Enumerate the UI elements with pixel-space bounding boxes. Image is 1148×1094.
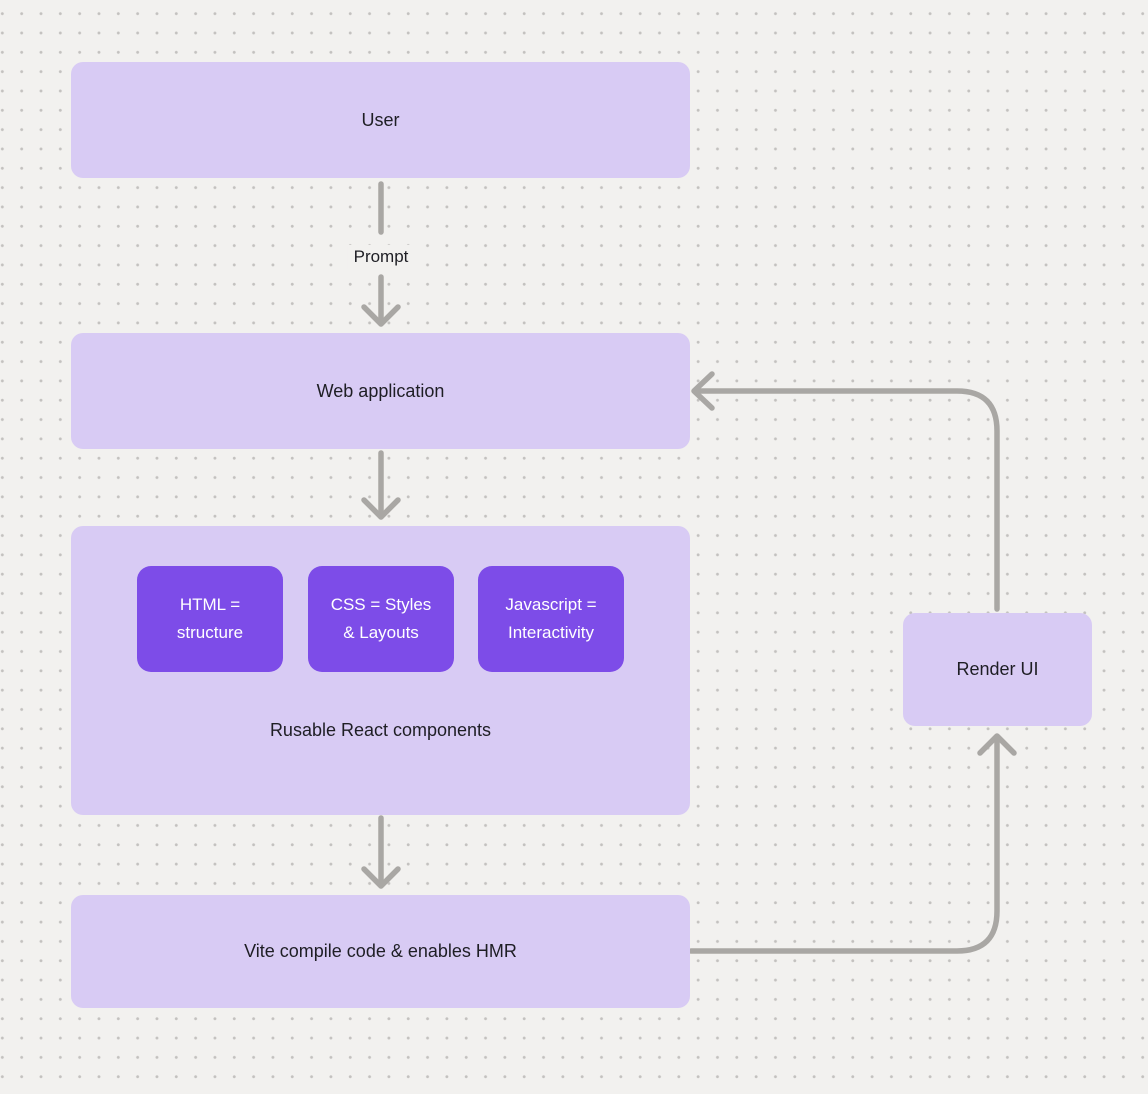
arrowhead-down-web-icon bbox=[361, 304, 401, 327]
connector-render-web bbox=[697, 388, 1000, 612]
chip-css-line1: CSS = Styles bbox=[330, 595, 432, 614]
arrowhead-down-vite-icon bbox=[361, 866, 401, 889]
chip-css-line2: & Layouts bbox=[343, 623, 419, 642]
chip-html-line2: structure bbox=[176, 623, 244, 642]
edge-label-prompt: Prompt bbox=[347, 245, 415, 269]
arrowhead-up-render-icon bbox=[977, 733, 1017, 756]
chip-html-line1: HTML = bbox=[179, 595, 241, 614]
node-user-label: User bbox=[361, 109, 400, 130]
arrowhead-left-web-icon bbox=[691, 371, 715, 411]
node-render-ui-label: Render UI bbox=[956, 659, 1039, 679]
chip-css[interactable]: CSS = Styles & Layouts bbox=[308, 566, 454, 672]
arrowhead-down-components-icon bbox=[361, 497, 401, 520]
chip-html[interactable]: HTML = structure bbox=[137, 566, 283, 672]
chip-javascript[interactable]: Javascript = Interactivity bbox=[478, 566, 624, 672]
node-web-application-label: Web application bbox=[316, 380, 445, 401]
node-vite[interactable]: Vite compile code & enables HMR bbox=[71, 895, 690, 1008]
node-components-group[interactable]: HTML = structure CSS = Styles & Layouts … bbox=[71, 526, 690, 815]
node-web-application[interactable]: Web application bbox=[71, 333, 690, 449]
node-render-ui[interactable]: Render UI bbox=[903, 613, 1092, 726]
chip-javascript-line2: Interactivity bbox=[508, 623, 594, 642]
node-components-label: Rusable React components bbox=[269, 720, 492, 740]
node-vite-label: Vite compile code & enables HMR bbox=[244, 941, 517, 961]
node-user[interactable]: User bbox=[71, 62, 690, 178]
chip-javascript-line1: Javascript = bbox=[505, 595, 597, 614]
connector-vite-render bbox=[688, 739, 1000, 954]
